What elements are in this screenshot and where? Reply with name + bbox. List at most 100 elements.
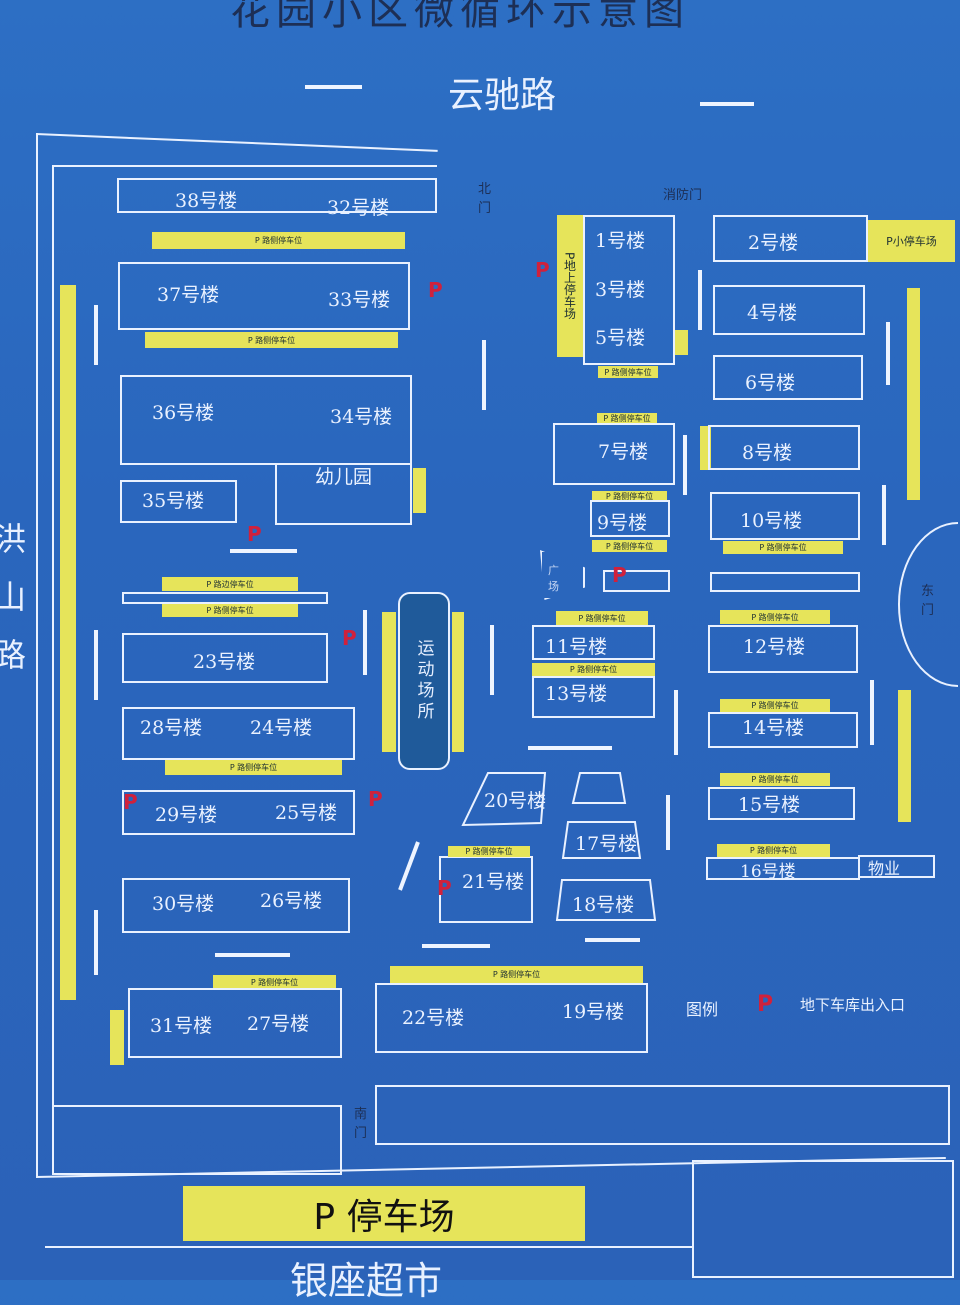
property-label: 物业	[868, 859, 901, 878]
building-label: 14号楼	[742, 717, 805, 739]
supermarket-outline	[45, 1246, 693, 1248]
building-1-3-5[interactable]	[583, 215, 675, 365]
building-label: 25号楼	[275, 802, 338, 824]
building-2[interactable]	[713, 215, 868, 262]
roadside-parking: P 路侧停车位	[592, 491, 667, 502]
building-label: 20号楼	[484, 790, 547, 812]
boundary-inner-left	[52, 165, 54, 1175]
building-label: 15号楼	[738, 794, 801, 816]
building-label: 19号楼	[562, 1001, 625, 1023]
building-label: 29号楼	[155, 804, 218, 826]
building-13[interactable]	[532, 676, 655, 718]
building-label: 1号楼	[595, 230, 646, 252]
building-label: 37号楼	[157, 284, 220, 306]
east-gate-label: 东门	[921, 584, 935, 618]
garage-entrance-icon: P	[612, 563, 627, 587]
fire-gate-label: 消防门	[663, 188, 703, 203]
unnamed-building-outline	[571, 772, 627, 804]
building-20-outline	[461, 772, 547, 827]
sports-area[interactable]: 运动场所	[398, 592, 450, 770]
kindergarten[interactable]	[275, 463, 412, 525]
building-label: 12号楼	[743, 636, 806, 658]
building-label: 2号楼	[748, 232, 799, 254]
building-29-25[interactable]	[122, 790, 355, 835]
building-38-32[interactable]	[117, 178, 437, 213]
building-15[interactable]	[708, 787, 855, 820]
road-name-north: 云驰路	[448, 75, 557, 116]
building-31-27[interactable]	[128, 988, 342, 1058]
roadside-parking: P 路侧停车位	[145, 332, 398, 348]
building-7[interactable]	[553, 423, 675, 485]
garage-entrance-icon: P	[535, 258, 550, 282]
roadside-parking: P 路侧停车位	[592, 540, 667, 552]
building-label: 23号楼	[193, 651, 256, 673]
building-label: 18号楼	[572, 894, 635, 916]
roadside-parking: P 路侧停车位	[597, 413, 657, 424]
southeast-block	[692, 1160, 954, 1278]
roadside-parking	[700, 426, 711, 470]
building-label: 9号楼	[597, 512, 648, 534]
building-label: 7号楼	[598, 441, 649, 463]
building-18-outline	[555, 879, 657, 921]
garage-entrance-icon: P	[123, 790, 138, 814]
roadside-parking: P 路侧停车位	[717, 844, 830, 857]
building-8[interactable]	[708, 425, 860, 470]
south-block-left	[52, 1105, 342, 1175]
building-30-26[interactable]	[122, 878, 350, 933]
legend-symbol: P	[757, 992, 774, 1017]
building-label: 32号楼	[327, 197, 390, 219]
legend-text: 地下车库出入口	[800, 996, 906, 1014]
roadside-parking: P 路侧停车位	[598, 366, 658, 378]
building-label: 10号楼	[740, 510, 803, 532]
roadside-parking: P 路侧停车位	[390, 966, 643, 983]
roadside-parking: P 路侧停车位	[162, 604, 298, 617]
building-28-24[interactable]	[122, 707, 355, 760]
building-9[interactable]	[590, 500, 670, 537]
sports-parking	[452, 612, 464, 752]
garage-entrance-icon: P	[342, 626, 357, 650]
building-22-19[interactable]	[375, 983, 648, 1053]
building-4[interactable]	[713, 285, 865, 335]
building-label: 27号楼	[247, 1013, 310, 1035]
sports-parking	[382, 612, 396, 752]
building-6[interactable]	[713, 355, 863, 400]
building-label: 21号楼	[462, 871, 525, 893]
roadside-parking: P 路侧停车位	[720, 610, 830, 624]
roadside-parking-east	[898, 690, 911, 822]
building-label: 38号楼	[175, 190, 238, 212]
roadside-parking	[413, 468, 426, 513]
building-23[interactable]	[122, 633, 328, 683]
roadside-parking: P 路侧停车位	[556, 611, 648, 625]
building-35[interactable]	[120, 480, 237, 523]
boundary-left	[36, 133, 38, 1178]
building-label: 36号楼	[152, 402, 215, 424]
roadside-parking	[110, 1010, 124, 1065]
road-name-west: 洪山路	[0, 520, 27, 674]
traffic-arrows	[94, 85, 890, 975]
south-gate-label: 南门	[354, 1107, 368, 1141]
building-14[interactable]	[708, 712, 858, 748]
sports-area-label: 运动场所	[413, 639, 434, 723]
building-11[interactable]	[532, 625, 655, 660]
supermarket-label: 银座超市	[290, 1259, 443, 1303]
building-37-33[interactable]	[118, 262, 410, 330]
building-label: 28号楼	[140, 717, 203, 739]
building-10[interactable]	[710, 492, 860, 540]
building-label: 30号楼	[152, 893, 215, 915]
building-36-34[interactable]	[120, 375, 412, 465]
building-label: 31号楼	[150, 1015, 213, 1037]
kindergarten-label: 幼儿园	[315, 466, 373, 488]
ground-parking-lot: P地上停车场	[557, 215, 583, 357]
boundary-inner-top	[52, 165, 437, 167]
property-office[interactable]	[858, 855, 935, 878]
garage-entrance-icon: P	[437, 876, 452, 900]
small-parking-lot: P小停车场	[868, 220, 955, 262]
building-12[interactable]	[708, 625, 858, 673]
building-label: 34号楼	[330, 406, 393, 428]
building-label: 8号楼	[742, 442, 793, 464]
building-label: 3号楼	[595, 279, 646, 301]
building-17-outline	[561, 821, 642, 859]
roadside-parking: P 路边停车位	[162, 577, 298, 591]
roadside-parking: P 路侧停车位	[165, 760, 342, 775]
roadside-parking	[675, 330, 688, 355]
